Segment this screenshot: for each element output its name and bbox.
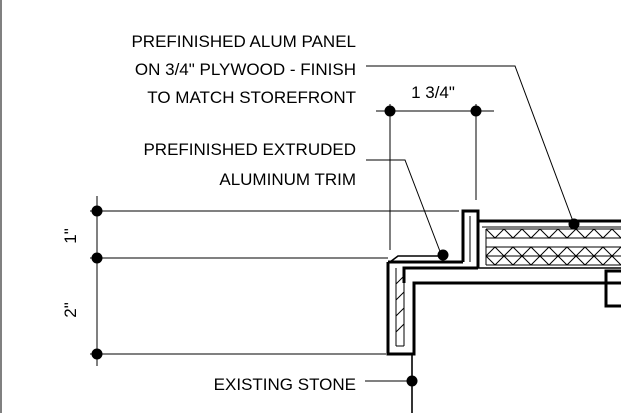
aluminum-trim [386, 209, 621, 356]
trim-leader-dot [437, 249, 449, 261]
trim-hatch-2 [395, 307, 405, 317]
trim-hatch-4 [395, 275, 405, 285]
trim-note-line-1: PREFINISHED EXTRUDED [143, 140, 356, 159]
trim-horizontal-leg [402, 266, 478, 283]
vertical-dimensions: 1" 2" [61, 196, 459, 366]
vertical-dimension-label-bottom: 2" [61, 302, 80, 318]
horizontal-dimension: 1 3/4" [376, 83, 494, 250]
panel-note: PREFINISHED ALUM PANEL ON 3/4" PLYWOOD -… [131, 32, 356, 107]
plywood-chevrons-mid [486, 246, 621, 257]
trim-hatch-3 [395, 323, 405, 333]
panel-leader-line [366, 65, 575, 225]
horizontal-dimension-dot-right [470, 105, 482, 117]
plywood-chevrons-bottom [486, 255, 621, 265]
horizontal-dimension-label: 1 3/4" [411, 83, 455, 102]
plywood-hatch [486, 229, 621, 265]
vertical-dimension-dot-top [91, 205, 103, 217]
trim-top-nose [389, 255, 446, 263]
trim-upstand [461, 209, 480, 268]
trim-face [386, 262, 621, 356]
vertical-dimension-dot-bottom [91, 348, 103, 360]
vertical-dimension-dot-middle [91, 252, 103, 264]
stone-note: EXISTING STONE [214, 375, 356, 394]
plywood-chevrons-top [486, 229, 621, 239]
trim-note-line-2: ALUMINUM TRIM [219, 170, 356, 189]
trim-hatch-1 [395, 291, 405, 301]
trim-leader-line [366, 159, 442, 255]
horizontal-dimension-dot-left [384, 105, 396, 117]
panel-note-line-3: TO MATCH STOREFRONT [147, 88, 356, 107]
panel-section [478, 219, 621, 308]
trim-note: PREFINISHED EXTRUDED ALUMINUM TRIM [143, 140, 356, 189]
panel-note-line-1: PREFINISHED ALUM PANEL [131, 32, 356, 51]
panel-note-line-2: ON 3/4" PLYWOOD - FINISH [135, 60, 356, 79]
vertical-dimension-label-top: 1" [61, 228, 80, 244]
panel-step-return [604, 269, 621, 308]
